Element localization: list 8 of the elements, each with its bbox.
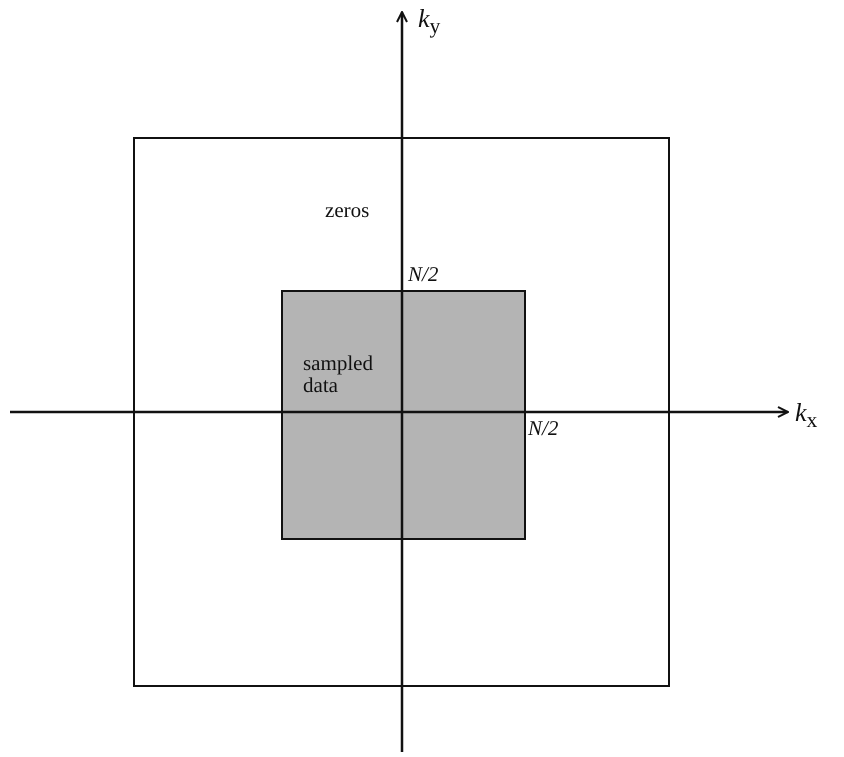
axis-label: k$_{y}$: [418, 4, 440, 40]
tick-label: N/2: [408, 262, 438, 287]
axis-label: k$_{x}$: [795, 398, 818, 434]
region-label: zeros: [325, 199, 370, 221]
region-label: sampled data: [303, 352, 374, 396]
sampled-data-region: [281, 290, 526, 540]
tick-label: N/2: [528, 416, 558, 441]
zero-padding-region: [133, 137, 670, 687]
